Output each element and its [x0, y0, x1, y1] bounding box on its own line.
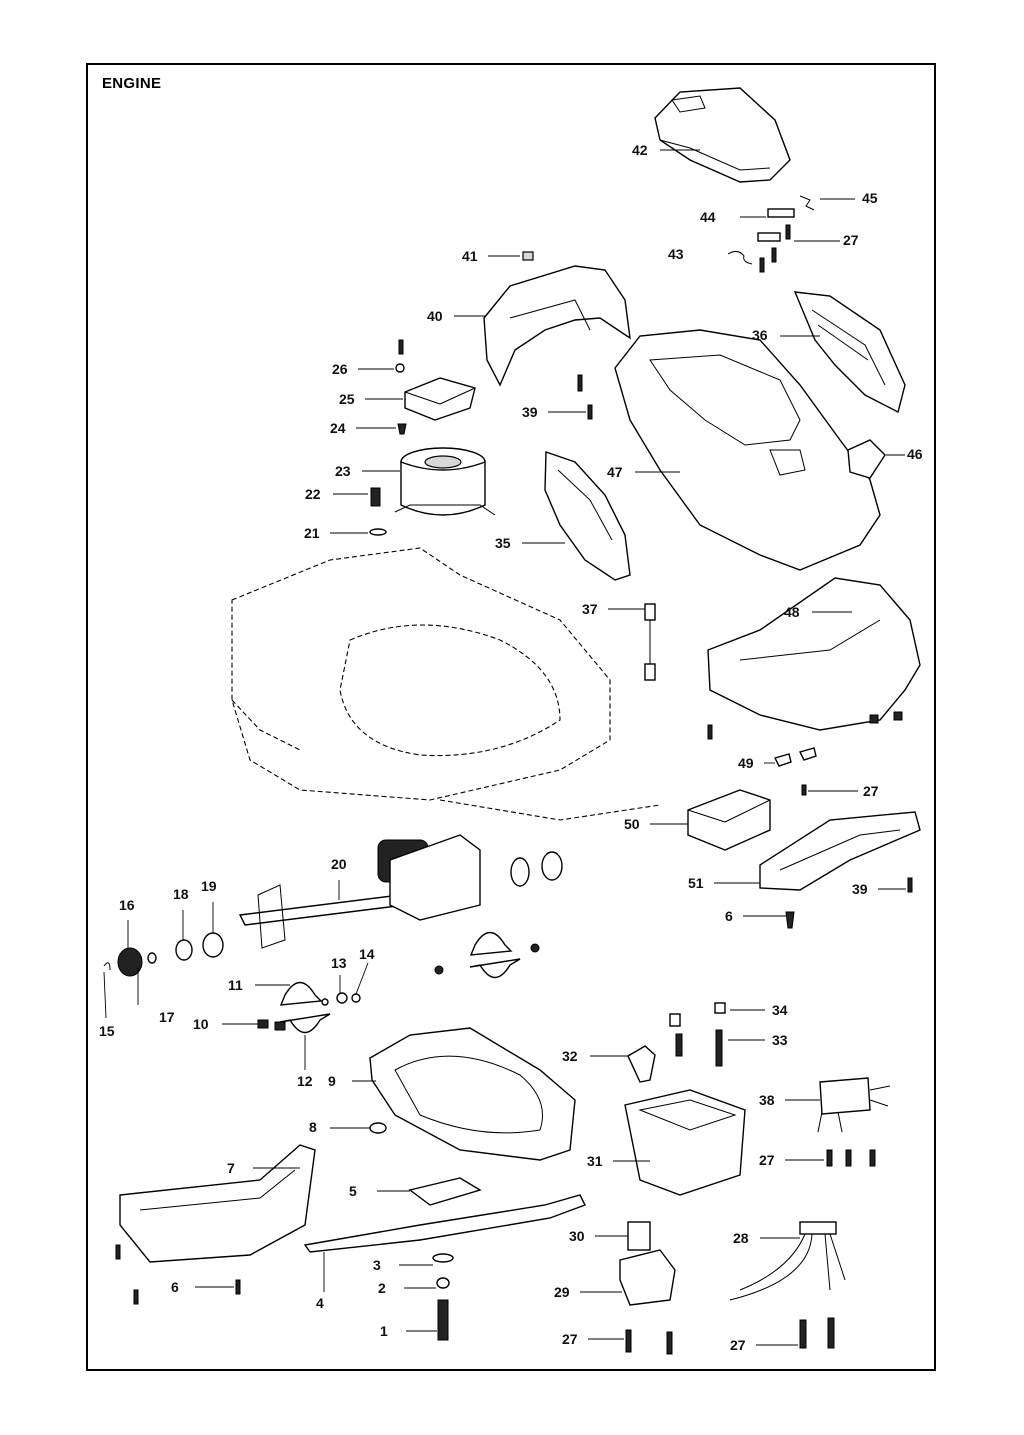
callout-49: 49 — [738, 755, 754, 771]
callout-11: 11 — [228, 977, 243, 993]
callout-38: 38 — [759, 1092, 775, 1108]
callout-30: 30 — [569, 1228, 585, 1244]
callout-35: 35 — [495, 535, 511, 551]
part-deck-dashed — [231, 547, 661, 821]
callout-16: 16 — [119, 897, 135, 913]
part-drive-motor-shaft — [238, 834, 563, 949]
callout-28: 28 — [733, 1230, 749, 1246]
callout-41: 41 — [462, 248, 478, 264]
callout-31: 31 — [587, 1153, 603, 1169]
part-main-housing — [614, 329, 881, 571]
part-electric-motor — [330, 447, 496, 536]
part-battery — [650, 789, 771, 851]
callout-42: 42 — [632, 142, 648, 158]
callout-25: 25 — [339, 391, 355, 407]
callout-15: 15 — [99, 1023, 115, 1039]
part-blade-assembly — [303, 1177, 586, 1341]
callout-34: 34 — [772, 1002, 788, 1018]
callout-10: 10 — [193, 1016, 209, 1032]
callout-29: 29 — [554, 1284, 570, 1300]
callout-36: 36 — [752, 327, 768, 343]
part-switch-housing — [590, 1002, 765, 1196]
part-cable-37 — [608, 603, 656, 681]
callout-2: 2 — [378, 1280, 386, 1296]
part-clips-49 — [764, 747, 858, 796]
callout-45: 45 — [862, 190, 878, 206]
callout-1: 1 — [380, 1323, 388, 1339]
callout-27: 27 — [759, 1152, 775, 1168]
part-latch-small — [727, 195, 855, 273]
callout-39: 39 — [522, 404, 538, 420]
callout-39: 39 — [852, 881, 868, 897]
callout-22: 22 — [305, 486, 321, 502]
callout-26: 26 — [332, 361, 348, 377]
part-wiring-harness — [729, 1221, 846, 1349]
callout-8: 8 — [309, 1119, 317, 1135]
callout-27: 27 — [562, 1331, 578, 1347]
callout-3: 3 — [373, 1257, 381, 1273]
part-battery-tray — [714, 811, 921, 929]
callout-14: 14 — [359, 946, 375, 962]
callout-37: 37 — [582, 601, 598, 617]
part-top-cover — [654, 87, 791, 183]
part-chassis — [352, 1027, 576, 1161]
callout-6: 6 — [171, 1279, 179, 1295]
callout-20: 20 — [331, 856, 347, 872]
part-side-cover-right — [780, 291, 906, 414]
callout-12: 12 — [297, 1073, 313, 1089]
part-rear-shell — [707, 577, 921, 740]
callout-9: 9 — [328, 1073, 336, 1089]
callout-44: 44 — [700, 209, 716, 225]
callout-50: 50 — [624, 816, 640, 832]
callout-48: 48 — [784, 604, 800, 620]
callout-27: 27 — [863, 783, 879, 799]
part-switch-cover — [580, 1221, 676, 1355]
callout-40: 40 — [427, 308, 443, 324]
callout-46: 46 — [907, 446, 923, 462]
callout-43: 43 — [668, 246, 684, 262]
part-control-box — [356, 339, 476, 435]
part-control-module — [785, 1077, 891, 1167]
part-rear-guard — [115, 1144, 316, 1305]
part-mount-brackets — [222, 931, 540, 1070]
callout-13: 13 — [331, 955, 347, 971]
callout-51: 51 — [688, 875, 704, 891]
callout-17: 17 — [159, 1009, 175, 1025]
part-wheel-gear-assembly — [103, 902, 224, 1019]
callout-27: 27 — [730, 1337, 746, 1353]
callout-5: 5 — [349, 1183, 357, 1199]
part-side-cover-left — [522, 451, 631, 581]
callout-19: 19 — [201, 878, 217, 894]
callout-32: 32 — [562, 1048, 578, 1064]
part-logo-badge — [847, 439, 905, 479]
callout-4: 4 — [316, 1295, 324, 1311]
diagram-frame — [86, 63, 936, 1371]
callout-47: 47 — [607, 464, 623, 480]
callout-6: 6 — [725, 908, 733, 924]
callout-21: 21 — [304, 525, 320, 541]
diagram-title: ENGINE — [102, 75, 162, 92]
callout-23: 23 — [335, 463, 351, 479]
callout-7: 7 — [227, 1160, 235, 1176]
part-handle-bracket — [454, 251, 631, 420]
callout-27: 27 — [843, 232, 859, 248]
callout-33: 33 — [772, 1032, 788, 1048]
callout-24: 24 — [330, 420, 346, 436]
part-nut — [330, 1122, 387, 1134]
callout-18: 18 — [173, 886, 189, 902]
